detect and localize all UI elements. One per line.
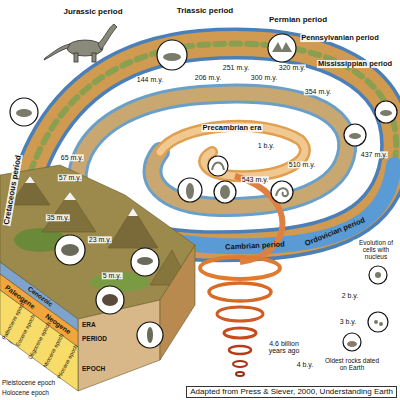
- tail-coil: [217, 307, 263, 321]
- fossil-circle: [131, 248, 159, 276]
- jurassic-dinosaur: [44, 24, 117, 62]
- age-label: 300 m.y.: [250, 74, 278, 81]
- dinosaur-leg: [74, 53, 78, 62]
- source-caption: Adapted from Press & Siever, 2000, Under…: [186, 386, 397, 398]
- inner-ribbon: [160, 126, 305, 176]
- fossil-figure: [380, 110, 392, 116]
- fossil-figure: [276, 188, 288, 196]
- fossil-circle: [55, 235, 85, 265]
- fossil-circle: [178, 178, 202, 202]
- fossil-circle: [369, 266, 387, 284]
- ribbon-edge: [160, 126, 305, 176]
- ribbon-land: [160, 126, 305, 176]
- scale-heading: EPOCH: [82, 366, 105, 373]
- fossil-figure: [186, 183, 194, 199]
- fossil-circle: [208, 156, 228, 176]
- fossil-circle: [344, 124, 366, 146]
- mountain: [42, 192, 96, 232]
- fossil-circle: [10, 98, 38, 126]
- fossil-circle: [375, 101, 397, 123]
- fossil-vignettes: [10, 34, 397, 351]
- tail-coil: [200, 257, 280, 279]
- dinosaur-leg: [92, 53, 96, 62]
- tail-coil: [224, 328, 256, 338]
- block-side-face: [160, 245, 195, 360]
- event-note: Oldest rocks dated on Earth: [323, 358, 381, 372]
- human-figure: [147, 327, 153, 343]
- fossil-figure: [272, 42, 292, 52]
- fossil-circle: [137, 322, 163, 348]
- snow-cap: [128, 208, 138, 216]
- dinosaur-body: [67, 40, 103, 56]
- period-name: Mississippian period: [317, 60, 393, 68]
- fossil-figure: [212, 163, 224, 171]
- period-name: Permian period: [269, 16, 327, 24]
- age-label: 251 m.y.: [222, 64, 250, 71]
- mammoth-figure: [102, 294, 118, 306]
- cell-figure: [375, 272, 381, 278]
- dinosaur-neck: [98, 24, 117, 50]
- period-name: Pennsylvanian period: [300, 34, 380, 42]
- period-name: Jurassic period: [63, 8, 122, 16]
- fossil-circle: [157, 40, 187, 70]
- fossil-circle: [214, 181, 236, 203]
- tail-coil: [209, 283, 271, 301]
- cell-figure: [374, 320, 378, 324]
- fossil-circle: [96, 286, 124, 314]
- scale-heading: ERA: [82, 322, 96, 329]
- age-label: 35 m.y.: [46, 214, 70, 221]
- age-label: 437 m.y.: [360, 151, 388, 158]
- dinosaur-tail: [44, 44, 70, 60]
- fossil-figure: [163, 53, 181, 61]
- tail-coil: [229, 346, 251, 354]
- event-note: Evolution of cells with nucleus: [353, 240, 399, 260]
- epoch-band: [0, 290, 78, 391]
- cell-figure: [379, 322, 383, 326]
- age-label: 5 m.y.: [102, 272, 123, 279]
- epoch-name: Holocene epoch: [2, 390, 49, 397]
- fossil-circle: [343, 333, 361, 351]
- mammal-figure: [61, 244, 79, 256]
- period-name: Triassic period: [177, 7, 233, 15]
- fossil-circle: [268, 34, 296, 62]
- age-label: 3 b.y.: [339, 318, 358, 325]
- age-label: 4.6 billion years ago: [262, 340, 306, 355]
- cenozoic-block: [0, 165, 195, 391]
- fossil-figure: [16, 109, 32, 117]
- horse-figure: [137, 257, 153, 265]
- scale-heading: PERIOD: [82, 336, 107, 343]
- age-label: 23 m.y.: [88, 236, 112, 243]
- age-label: 4 b.y.: [296, 361, 315, 368]
- age-label: 320 m.y.: [278, 64, 306, 71]
- mountain: [108, 208, 158, 248]
- age-label: 57 m.y.: [58, 174, 82, 181]
- tail-coil: [236, 372, 244, 376]
- age-label: 144 m.y.: [136, 76, 164, 83]
- snow-cap: [64, 192, 76, 200]
- age-label: 1 b.y.: [257, 142, 276, 149]
- tail-coil: [233, 361, 247, 367]
- fossil-circle: [271, 181, 293, 203]
- fossil-circle: [368, 312, 388, 332]
- age-label: 2 b.y.: [341, 292, 360, 299]
- snow-cap: [25, 176, 35, 183]
- trilobite-figure: [220, 185, 230, 199]
- rock-figure: [347, 341, 357, 347]
- era-name: Precambrian era: [202, 124, 263, 132]
- age-label: 206 m.y.: [194, 74, 222, 81]
- age-label: 354 m.y.: [304, 88, 332, 95]
- epoch-name: Pleistocene epoch: [2, 380, 55, 387]
- fossil-figure: [349, 133, 361, 139]
- age-label: 65 m.y.: [60, 154, 84, 161]
- age-label: 543 m.y.: [241, 176, 269, 183]
- age-label: 510 m.y.: [288, 161, 316, 168]
